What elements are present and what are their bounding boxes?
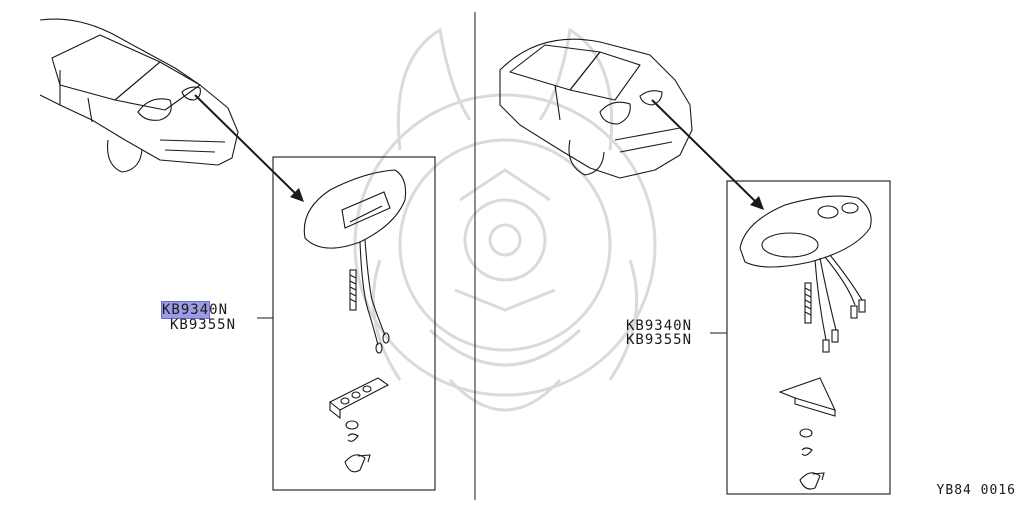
right-detail-parts [739, 195, 872, 490]
right-car-illustration [499, 38, 693, 179]
right-pointer-arrow [651, 99, 759, 205]
left-part-number-2[interactable]: KB9355N [170, 317, 237, 333]
left-part-number-1-suffix: 0N [209, 302, 229, 318]
left-detail-box [272, 156, 436, 491]
figure-code: YB84 0016 [936, 483, 1016, 498]
left-part-number-1[interactable]: KB9340N [160, 301, 229, 319]
left-arrowhead [290, 188, 304, 202]
left-pointer-arrow [194, 94, 299, 197]
left-part-number-1-highlight: KB934 [160, 301, 211, 319]
watermark-emblem [353, 27, 657, 412]
right-part-number-1[interactable]: KB9340N [626, 318, 693, 334]
left-car-illustration [39, 18, 239, 173]
right-detail-box [726, 180, 891, 495]
left-detail-parts [303, 169, 407, 473]
right-part-number-2[interactable]: KB9355N [626, 332, 693, 348]
right-arrowhead [750, 196, 764, 210]
